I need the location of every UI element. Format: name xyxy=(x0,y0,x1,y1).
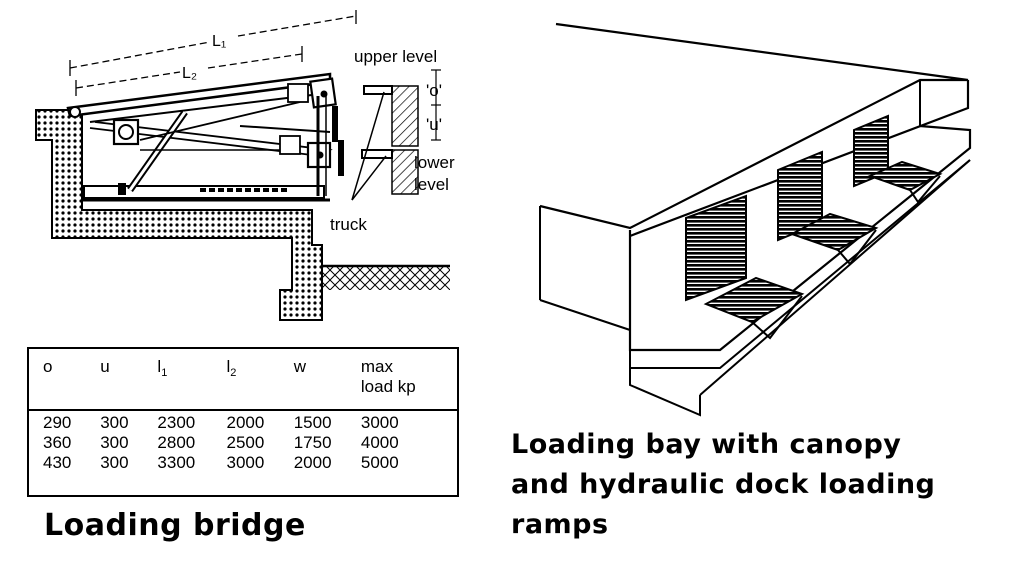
cell: 2800 xyxy=(157,433,196,452)
cell: 3000 xyxy=(226,453,265,472)
ground-hatch xyxy=(322,266,450,290)
truck-bed-lower xyxy=(338,140,344,176)
label-upper-level: upper level xyxy=(354,47,437,66)
truck-bed-upper xyxy=(332,106,338,142)
cell: 3000 xyxy=(360,413,399,432)
cell: 300 xyxy=(100,433,129,452)
loading-bridge-diagram: L₁ L₂ 'o' 'u' upper level lower level tr… xyxy=(35,10,455,321)
loading-bay-diagram xyxy=(539,22,972,417)
table-row: 360 300 2800 2500 1750 4000 xyxy=(43,433,457,453)
col-w: w xyxy=(293,357,306,376)
label-l2: L₂ xyxy=(182,65,197,82)
caption-loading-bridge: Loading bridge xyxy=(44,508,306,543)
caption-line: Loading bay with canopy xyxy=(511,429,902,460)
col-l2: l2 xyxy=(226,357,237,379)
col-u: u xyxy=(100,357,110,376)
cell: 2300 xyxy=(157,413,196,432)
caption-line: ramps xyxy=(511,509,609,540)
cell: 430 xyxy=(43,453,72,472)
building-wall xyxy=(628,124,972,352)
ramp-1 xyxy=(703,276,805,324)
ramp-2 xyxy=(789,212,879,252)
caption-line: and hydraulic dock loading xyxy=(511,469,936,500)
table-header-rule xyxy=(29,409,457,411)
door-1 xyxy=(685,194,747,302)
cell: 300 xyxy=(100,453,129,472)
cell: 360 xyxy=(43,433,72,452)
cell: 2500 xyxy=(226,433,265,452)
label-lower: lower xyxy=(414,153,455,172)
table-row: 290 300 2300 2000 1500 3000 xyxy=(43,399,457,433)
col-o: o xyxy=(43,357,53,376)
table-row: 430 300 3300 3000 2000 5000 xyxy=(43,453,457,473)
cell: 2000 xyxy=(226,413,265,432)
col-l1: l1 xyxy=(157,357,168,379)
cell: 5000 xyxy=(360,453,399,472)
label-truck: truck xyxy=(330,215,367,234)
concrete-pit xyxy=(35,109,323,321)
label-u: 'u' xyxy=(426,115,442,134)
cell: 3300 xyxy=(157,453,196,472)
ramp-3 xyxy=(867,160,943,192)
cell: 300 xyxy=(100,413,129,432)
cell: 1500 xyxy=(293,413,332,432)
cell: 1750 xyxy=(293,433,332,452)
cell: 290 xyxy=(43,413,72,432)
label-l1: L₁ xyxy=(212,33,226,50)
caption-loading-bay: Loading bay with canopy and hydraulic do… xyxy=(511,425,1011,545)
dimension-l2 xyxy=(75,53,303,89)
cell: 2000 xyxy=(293,453,332,472)
cell: 4000 xyxy=(360,433,399,452)
dimension-l1 xyxy=(69,15,357,69)
canopy xyxy=(539,22,969,230)
label-level: level xyxy=(414,175,449,194)
label-o: 'o' xyxy=(426,81,442,100)
